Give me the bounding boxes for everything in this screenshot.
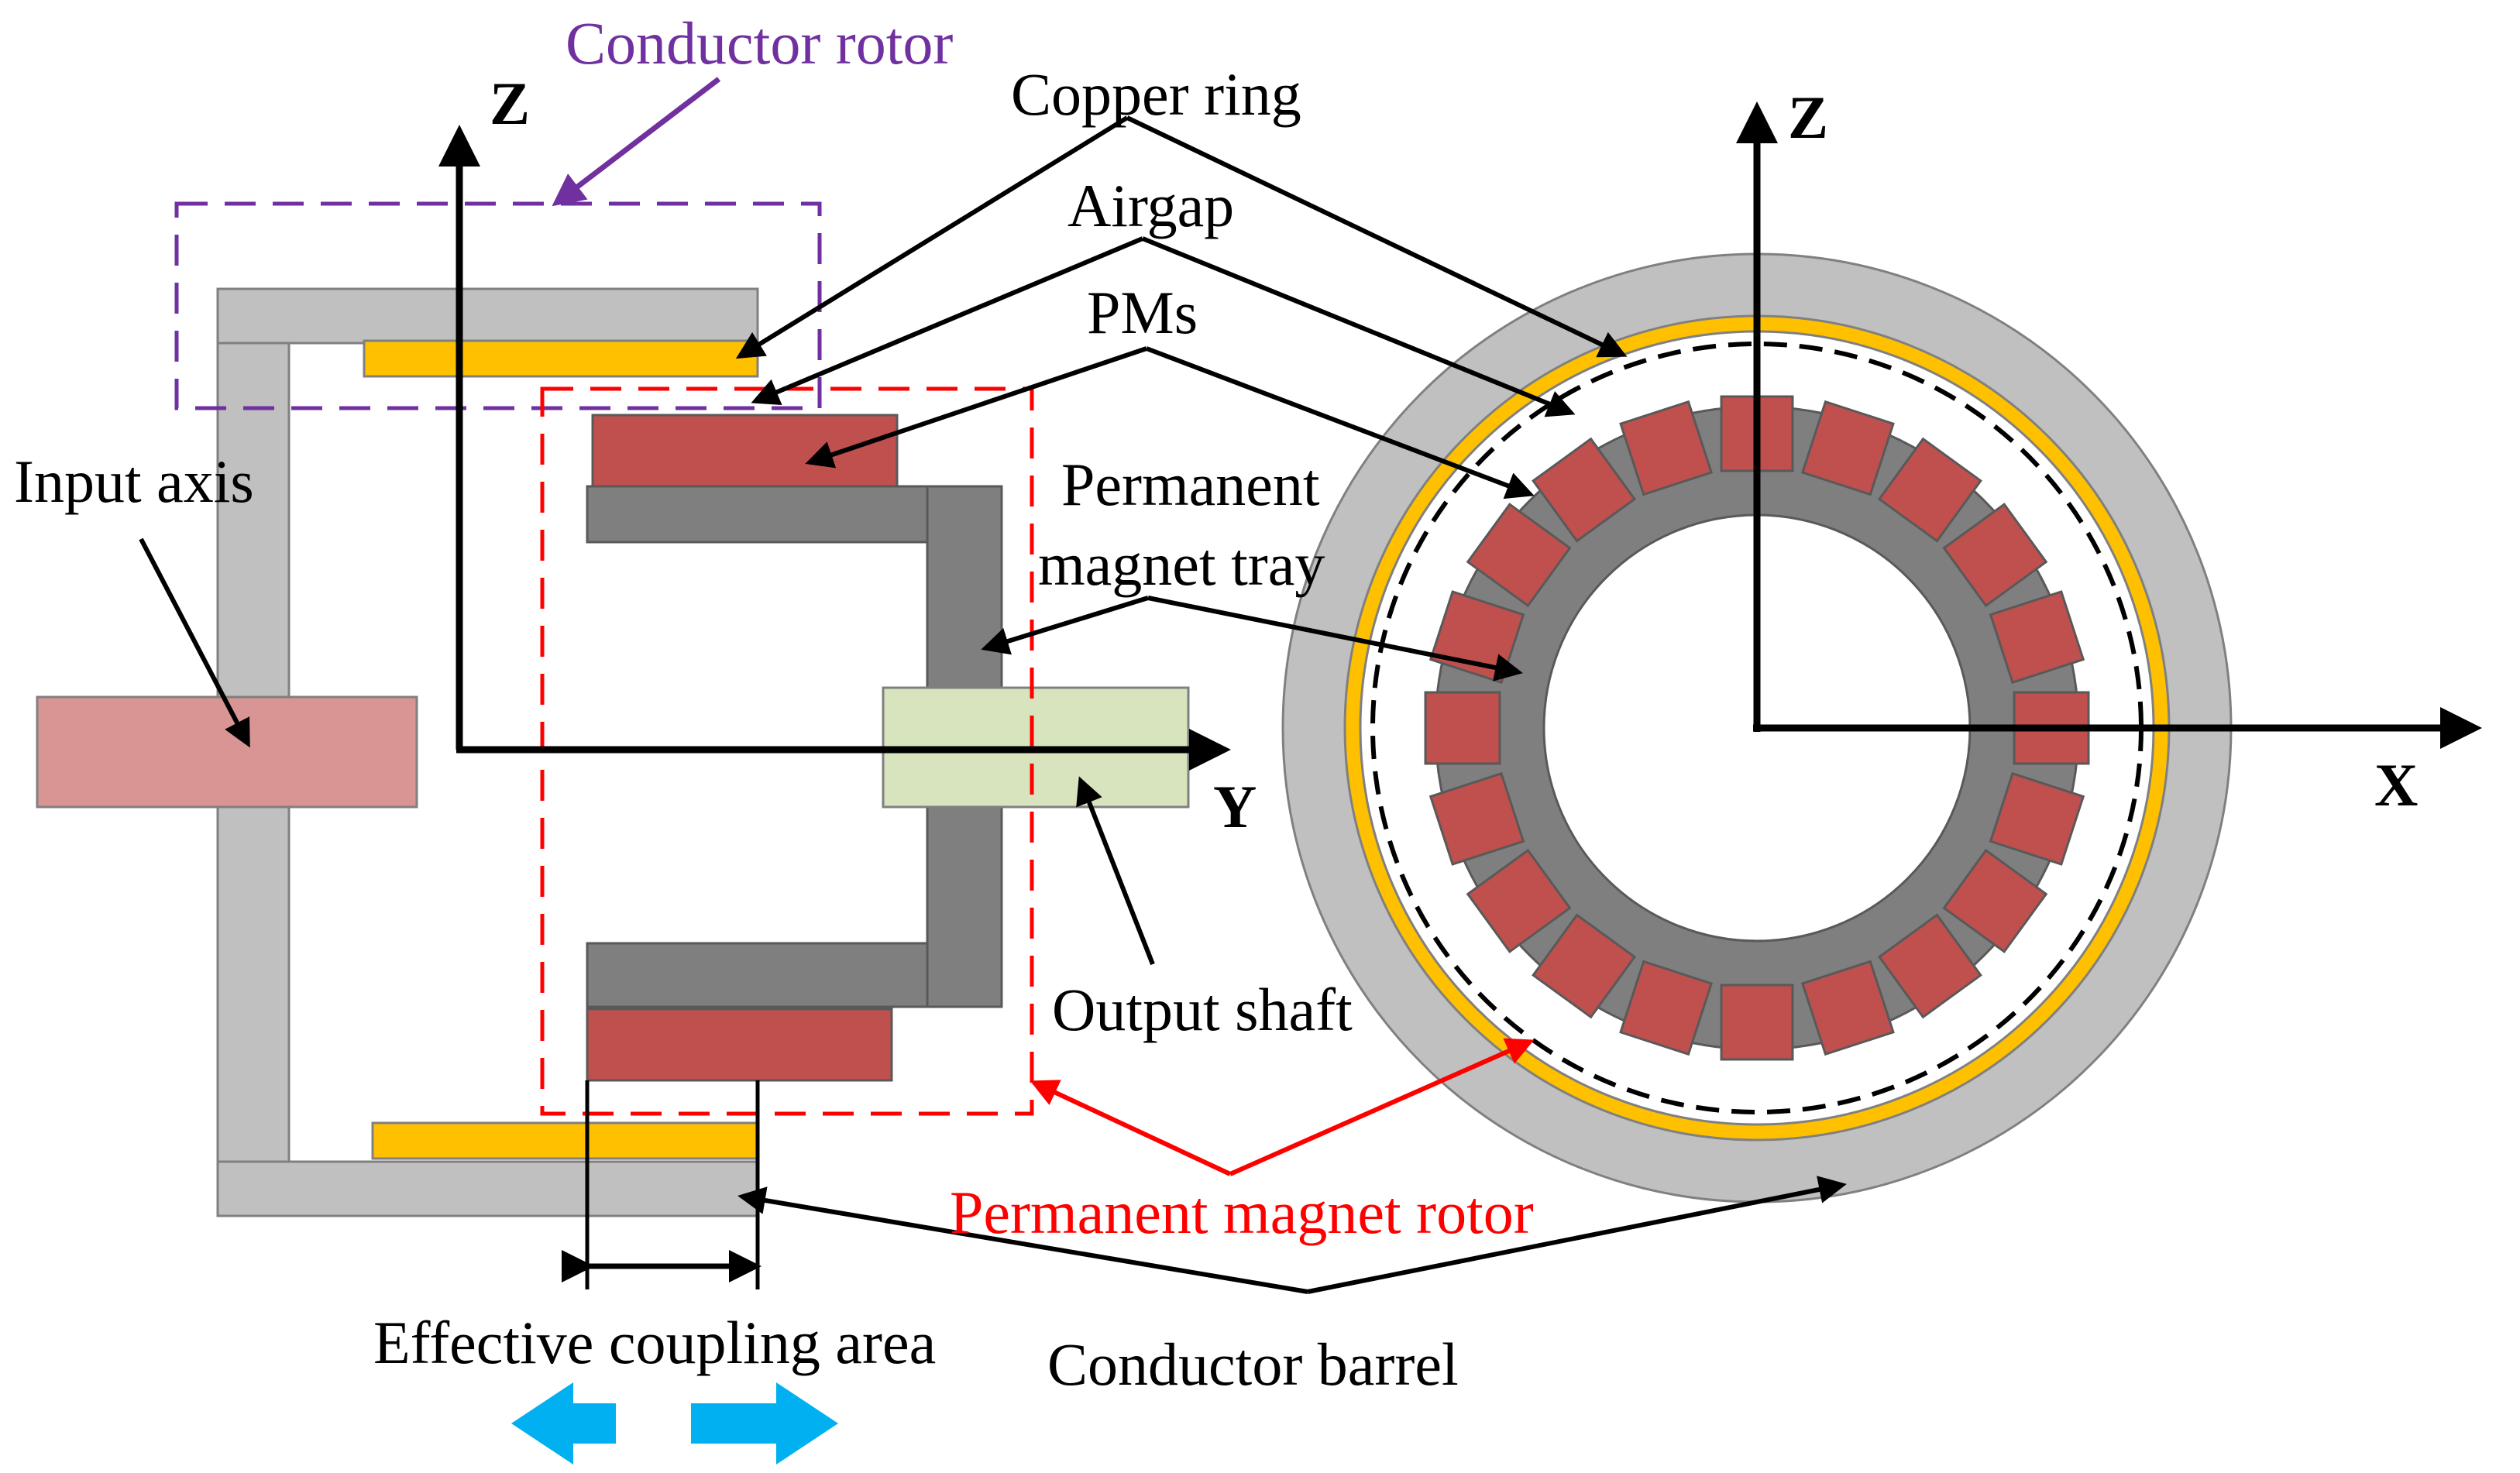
copper-ring-label: Copper ring [1011, 60, 1301, 128]
callout-arrows [139, 77, 1847, 1294]
airgap-label: Airgap [1067, 172, 1234, 239]
pm-magnet-15 [1428, 771, 1525, 866]
conductor-barrel-top-arm [216, 287, 759, 345]
pm-magnet-5 [1989, 590, 2085, 685]
pm-rotor-label: Permanent magnet rotor [950, 1179, 1534, 1246]
input-axis-label: Input axis [14, 448, 254, 515]
magnet-tray-arrow-side [981, 596, 1149, 655]
conductor-barrel-arrow-front [1307, 1176, 1847, 1294]
pm-magnet-20 [1619, 400, 1714, 496]
pm-magnet-12 [1619, 960, 1714, 1056]
pm-rotor-arrow-front [1229, 1038, 1535, 1176]
pm-magnet-10 [1800, 960, 1895, 1056]
magnet-tray-label-line1: Permanent [1061, 451, 1320, 518]
front-z-axis-label: Z [1788, 84, 1828, 151]
pm-magnet-4 [1942, 503, 2048, 608]
copper-ring-arrow-front [1126, 115, 1628, 358]
coupling-move-right-arrow [691, 1382, 838, 1464]
pm-magnet-8 [1942, 848, 2048, 953]
output-shaft-arrow [1076, 776, 1155, 966]
pm-magnet-16 [1424, 691, 1501, 765]
coupling-move-left-arrow [511, 1382, 616, 1464]
conductor-barrel-bottom-arm [216, 1160, 759, 1217]
labels: Conductor rotor Copper ring Airgap PMs P… [14, 9, 1534, 1398]
conductor-rotor-arrow [552, 77, 721, 207]
pm-magnet-2 [1800, 400, 1895, 496]
copper-ring-top [363, 339, 759, 378]
pms-arrow-side [805, 346, 1147, 469]
pm-magnet-11 [1720, 984, 1794, 1061]
pms-arrow-front [1145, 346, 1535, 500]
pm-magnet-18 [1466, 503, 1572, 608]
pm-magnet-9 [1877, 913, 1982, 1019]
front-view: Z X [1281, 84, 2482, 1203]
conductor-barrel-arrow-side [737, 1186, 1308, 1294]
magnet-tray-label-line2: magnet tray [1038, 530, 1325, 598]
permanent-magnet-bottom [586, 1008, 893, 1082]
input-axis-body [36, 695, 418, 809]
front-x-axis-label: X [2374, 751, 2418, 819]
pm-magnet-7 [1989, 771, 2085, 866]
side-y-axis-label: Y [1213, 773, 1257, 840]
pm-magnet-3 [1877, 437, 1982, 543]
pm-rotor-arrow-side [1030, 1080, 1232, 1176]
copper-ring-arrow-side [735, 115, 1129, 359]
input-axis-arrow [139, 537, 250, 748]
conductor-rotor-label: Conductor rotor [566, 9, 953, 77]
airgap-arrow-front [1141, 236, 1576, 417]
airgap-arrow-side [751, 236, 1144, 405]
side-z-axis-label: Z [490, 70, 530, 137]
permanent-magnet-top [591, 414, 899, 488]
conductor-barrel-label: Conductor barrel [1047, 1331, 1459, 1398]
pm-magnet-14 [1466, 848, 1572, 953]
magnet-tray-arrow-front [1147, 596, 1523, 682]
effective-coupling-area-label: Effective coupling area [373, 1309, 936, 1376]
pm-magnet-13 [1532, 913, 1637, 1019]
pms-label: PMs [1087, 279, 1198, 346]
copper-ring-bottom [371, 1121, 759, 1160]
output-shaft-label: Output shaft [1052, 976, 1353, 1043]
side-view: Z Y [36, 70, 1257, 1464]
pm-magnet-19 [1532, 437, 1637, 543]
pm-magnets-group [1424, 395, 2090, 1061]
